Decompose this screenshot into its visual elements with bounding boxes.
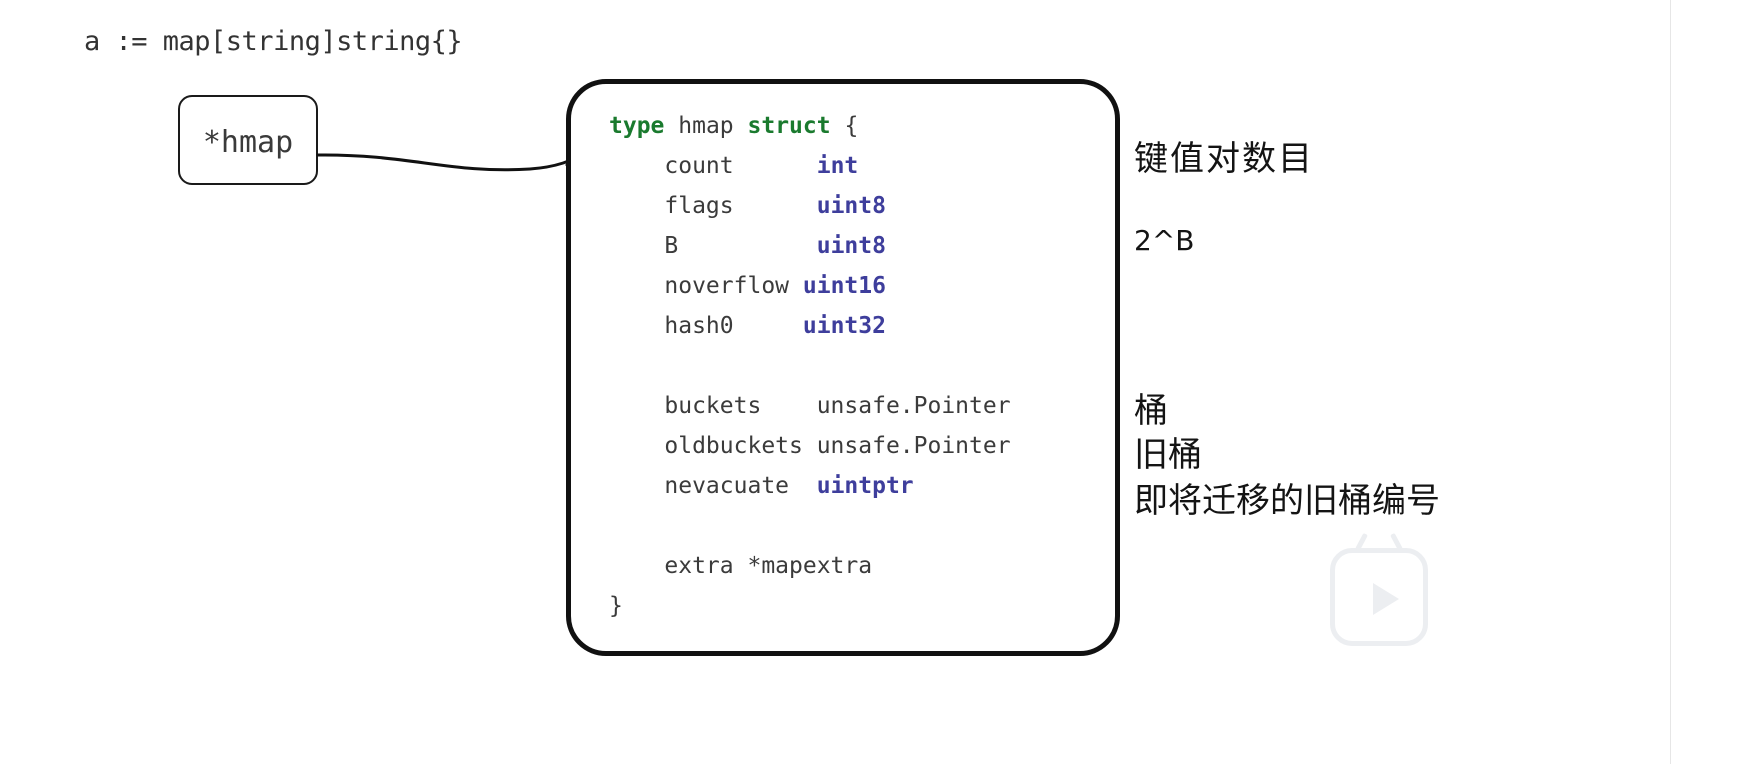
code-token: uint32 [802,313,886,339]
code-line-l7: buckets unsafe.Pointer [609,386,1011,426]
code-line-l12: } [609,586,1011,626]
code-token: hmap [678,113,748,139]
code-line-l10 [609,506,1011,546]
code-line-l2: flags uint8 [609,186,1011,226]
code-token: noverflow [609,273,803,299]
code-token: int [816,153,859,179]
hmap-pointer-box: *hmap [178,95,318,185]
hmap-struct-code: type hmap struct { count int flags uint8… [609,106,1011,626]
code-token: extra *mapextra [609,553,873,579]
code-token: buckets unsafe.Pointer [609,393,1011,419]
code-token: oldbuckets unsafe.Pointer [609,433,1011,459]
right-pane [1671,0,1747,764]
annotation-oldbuckets: 旧桶 [1134,435,1202,475]
annotation-buckets: 桶 [1134,391,1168,431]
annotation-nevacuate: 即将迁移的旧桶编号 [1134,481,1440,521]
play-button-watermark-icon [1330,532,1428,646]
code-token: flags [609,193,817,219]
code-line-l0: type hmap struct { [609,106,1011,146]
slide-canvas: a := map[string]string{} *hmap type hmap… [84,26,1440,656]
code-token: } [609,593,623,619]
hmap-pointer-label: *hmap [202,125,294,160]
annotation-b: 2^B [1134,224,1195,257]
code-token: B [609,233,817,259]
hmap-struct-box [566,79,1120,656]
annotation-count: 键值对数目 [1134,139,1314,179]
code-line-l3: B uint8 [609,226,1011,266]
watermark-ear-right-icon [1390,532,1403,552]
code-token: { [830,113,859,139]
code-token: nevacuate [609,473,817,499]
code-token: count [609,153,817,179]
pane-divider [1670,0,1671,764]
code-token: hash0 [609,313,803,339]
code-token: uint8 [816,193,886,219]
code-line-l5: hash0 uint32 [609,306,1011,346]
code-token: type [609,113,679,139]
code-token: uint16 [802,273,886,299]
code-token: uint8 [816,233,886,259]
watermark-ear-left-icon [1355,532,1368,552]
code-token: uintptr [816,473,914,499]
code-line-l9: nevacuate uintptr [609,466,1011,506]
map-declaration-text: a := map[string]string{} [84,26,463,57]
code-token: struct [747,113,831,139]
code-line-l11: extra *mapextra [609,546,1011,586]
code-line-l4: noverflow uint16 [609,266,1011,306]
code-line-l1: count int [609,146,1011,186]
code-line-l6 [609,346,1011,386]
watermark-play-triangle-icon [1373,583,1399,615]
code-line-l8: oldbuckets unsafe.Pointer [609,426,1011,466]
